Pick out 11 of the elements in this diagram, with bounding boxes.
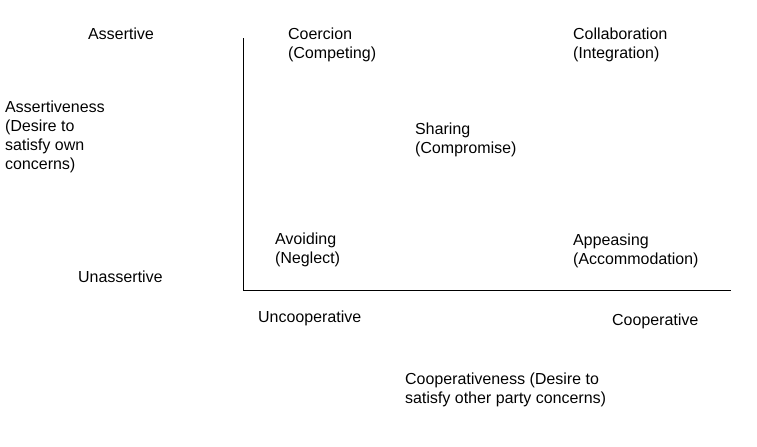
axis-end-label: Uncooperative xyxy=(258,308,362,327)
quadrant-label: Collaboration (Integration) xyxy=(573,25,668,63)
axis-end-label: Assertive xyxy=(88,25,155,44)
axis-title: Cooperativeness (Desire to satisfy other party concerns) xyxy=(405,370,607,408)
axis-title: Assertiveness (Desire to satisfy own concerns) xyxy=(5,98,106,174)
axis-end-label: Cooperative xyxy=(612,311,700,330)
quadrant-label: Coercion (Competing) xyxy=(288,25,378,63)
quadrant-label: Appeasing (Accommodation) xyxy=(573,231,700,269)
axis-end-label: Unassertive xyxy=(78,268,164,287)
quadrant-label: Sharing (Compromise) xyxy=(415,120,518,158)
quadrant-label: Avoiding (Neglect) xyxy=(275,230,341,268)
